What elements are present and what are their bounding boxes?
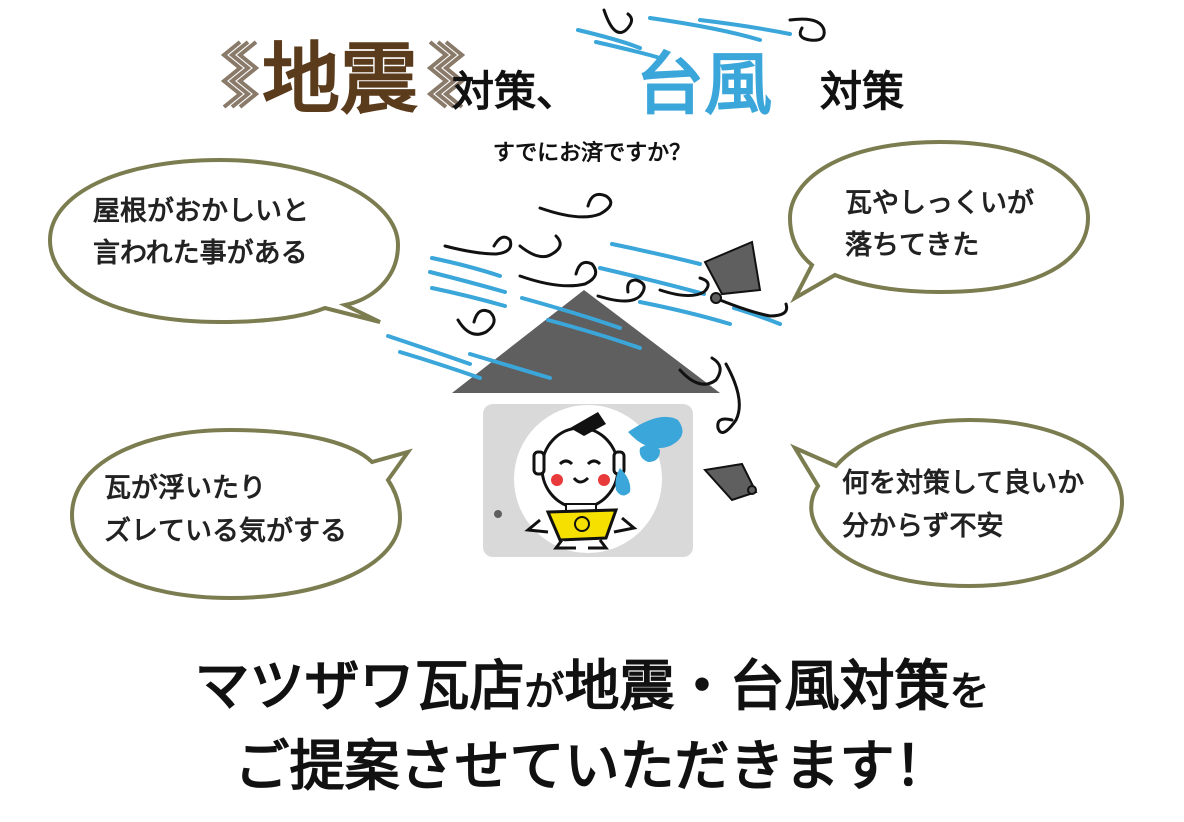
bottom-message: マツザワ瓦店が地震・台風対策を ご提案させていただきます！ bbox=[194, 654, 989, 798]
headline: 地震 対策、 台風 対策 すでにお済ですか？ bbox=[220, 8, 904, 166]
mascot-icon bbox=[524, 412, 683, 550]
bubble-top-right: 瓦やしっくいが 落ちてきた bbox=[787, 139, 1091, 304]
bottom-message-line1: マツザワ瓦店が地震・台風対策を bbox=[194, 654, 989, 718]
bottom-message-line2: ご提案させていただきます！ bbox=[234, 734, 949, 798]
headline-subtitle: すでにお済ですか？ bbox=[493, 140, 691, 166]
headline-taisaku-2: 対策 bbox=[820, 67, 904, 116]
bubble-bottom-left-line2: ズレている気がする bbox=[104, 515, 347, 547]
house-illustration bbox=[452, 290, 720, 557]
door-knob bbox=[494, 510, 502, 518]
house-roof bbox=[452, 290, 720, 393]
flying-tile-bottom-icon bbox=[703, 462, 758, 502]
flying-tile-top-icon bbox=[703, 240, 762, 296]
bottom-company-name: マツザワ瓦店 bbox=[194, 654, 524, 718]
bottom-taisaku: 地震・台風対策 bbox=[565, 654, 950, 718]
bottom-particle-ga: が bbox=[525, 669, 565, 715]
headline-typhoon: 台風 bbox=[636, 46, 772, 125]
bubble-bottom-right-line2: 分からず不安 bbox=[842, 511, 1003, 542]
bubble-top-right-line2: 落ちてきた bbox=[845, 230, 979, 261]
bubble-bottom-left: 瓦が浮いたり ズレている気がする bbox=[69, 427, 413, 601]
headline-quake: 地震 bbox=[262, 35, 418, 125]
bubble-top-right-line1: 瓦やしっくいが bbox=[845, 187, 1034, 219]
bubble-bottom-left-line1: 瓦が浮いたり bbox=[104, 472, 266, 504]
typhoon-wind-icon bbox=[576, 8, 826, 60]
bubble-bottom-right-line1: 何を対策して良いか bbox=[842, 467, 1084, 499]
quake-zigzag-right-icon bbox=[426, 40, 466, 109]
bubble-top-left: 屋根がおかしいと 言われた事がある bbox=[47, 157, 401, 325]
storm-wind-icon bbox=[386, 192, 789, 502]
quake-zigzag-left-icon bbox=[220, 40, 260, 109]
bubble-bottom-right: 何を対策して良いか 分からず不安 bbox=[790, 417, 1125, 589]
bottom-particle-wo: を bbox=[950, 669, 990, 715]
bubble-top-left-line1: 屋根がおかしいと bbox=[93, 195, 309, 227]
bubble-top-left-line2: 言われた事がある bbox=[93, 237, 308, 269]
headline-taisaku-1: 対策、 bbox=[452, 67, 578, 116]
